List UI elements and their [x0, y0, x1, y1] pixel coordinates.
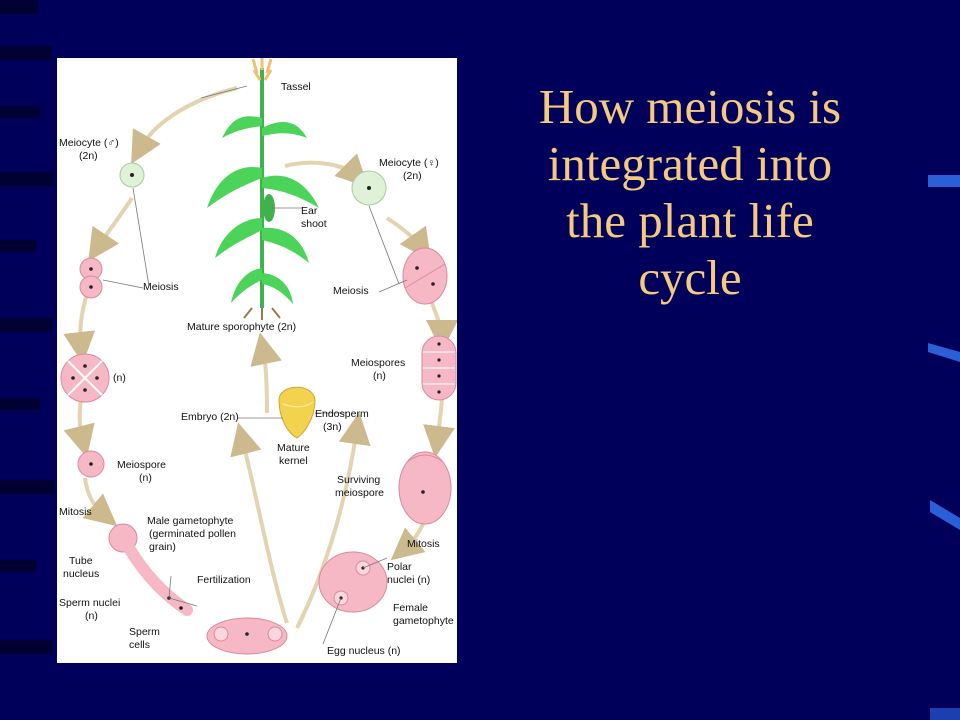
label-polar-nuclei: nuclei (n) — [387, 574, 430, 586]
label-sperm-nuclei: Sperm nuclei — [59, 597, 120, 609]
label-meiosis-right: Meiosis — [333, 285, 369, 297]
label-meiocyte-male: Meiocyte (♂) — [59, 137, 119, 149]
title-line-2: integrated into — [547, 136, 833, 191]
label-endosperm: Endosperm — [315, 408, 369, 420]
tetrad-left — [60, 353, 110, 403]
label-meiosis-left: Meiosis — [143, 281, 179, 293]
diagram-labels: Tassel Meiocyte (♂) (2n) Meiocyte (♀) (2… — [59, 81, 454, 657]
label-sperm: Sperm — [129, 626, 160, 638]
corn-plant — [207, 58, 319, 320]
leader-lines — [102, 85, 408, 645]
label-egg-nucleus: Egg nucleus (n) — [327, 645, 401, 657]
label-grain: grain) — [149, 541, 176, 553]
plant-life-cycle-diagram: Tassel Meiocyte (♂) (2n) Meiocyte (♀) (2… — [57, 58, 457, 663]
label-ear: Ear — [301, 205, 318, 217]
left-edge-stripes — [0, 0, 54, 654]
label-female-gametophyte: gametophyte — [393, 615, 454, 627]
cycle-arrows — [63, 86, 457, 629]
label-female: Female — [393, 602, 428, 614]
label-meiospore-surviving: meiospore — [335, 487, 384, 499]
dyad-cells-left — [79, 257, 103, 299]
label-tetrad-ploidy: (n) — [113, 372, 126, 384]
label-meiospore-ploidy: (n) — [139, 472, 152, 484]
label-mitosis-left: Mitosis — [59, 506, 92, 518]
fertilization-cell — [206, 617, 288, 655]
label-mature: Mature — [277, 442, 310, 454]
label-fertilization: Fertilization — [197, 574, 251, 586]
label-meiocyte-female: Meiocyte (♀) — [379, 157, 439, 169]
female-gametophyte-cell — [318, 551, 388, 613]
slide-title: How meiosis is integrated into the plant… — [478, 78, 902, 306]
label-sperm-nuclei-ploidy: (n) — [85, 610, 98, 622]
male-gametophyte-tube — [108, 523, 193, 616]
title-line-4: cycle — [638, 250, 742, 305]
label-meiospore: Meiospore — [117, 459, 166, 471]
label-meiocyte-male-ploidy: (2n) — [79, 150, 98, 162]
label-nucleus: nucleus — [63, 568, 99, 580]
label-meiospores: Meiospores — [351, 357, 405, 369]
label-meiospores-ploidy: (n) — [373, 370, 386, 382]
label-endosperm-ploidy: (3n) — [323, 421, 342, 433]
label-meiocyte-female-ploidy: (2n) — [403, 170, 422, 182]
label-polar: Polar — [387, 561, 412, 573]
label-germinated-pollen: (germinated pollen — [149, 528, 236, 540]
label-shoot: shoot — [301, 218, 327, 230]
label-cells: cells — [129, 639, 150, 651]
meiospores-right — [421, 335, 457, 401]
surviving-meiospore-cell — [398, 451, 452, 525]
label-male-gametophyte: Male gametophyte — [147, 515, 234, 527]
mature-kernel — [278, 386, 316, 439]
label-tube: Tube — [69, 555, 93, 567]
label-tassel: Tassel — [281, 81, 311, 93]
right-edge-ticks — [928, 175, 960, 720]
label-embryo: Embryo (2n) — [181, 411, 239, 423]
label-mature-sporophyte: Mature sporophyte (2n) — [187, 321, 296, 333]
title-line-3: the plant life — [566, 193, 814, 248]
title-line-1: How meiosis is — [538, 79, 842, 134]
label-surviving: Surviving — [337, 474, 380, 486]
label-mitosis-right: Mitosis — [407, 538, 440, 550]
label-kernel: kernel — [279, 455, 308, 467]
dyad-cell-right — [402, 247, 448, 305]
